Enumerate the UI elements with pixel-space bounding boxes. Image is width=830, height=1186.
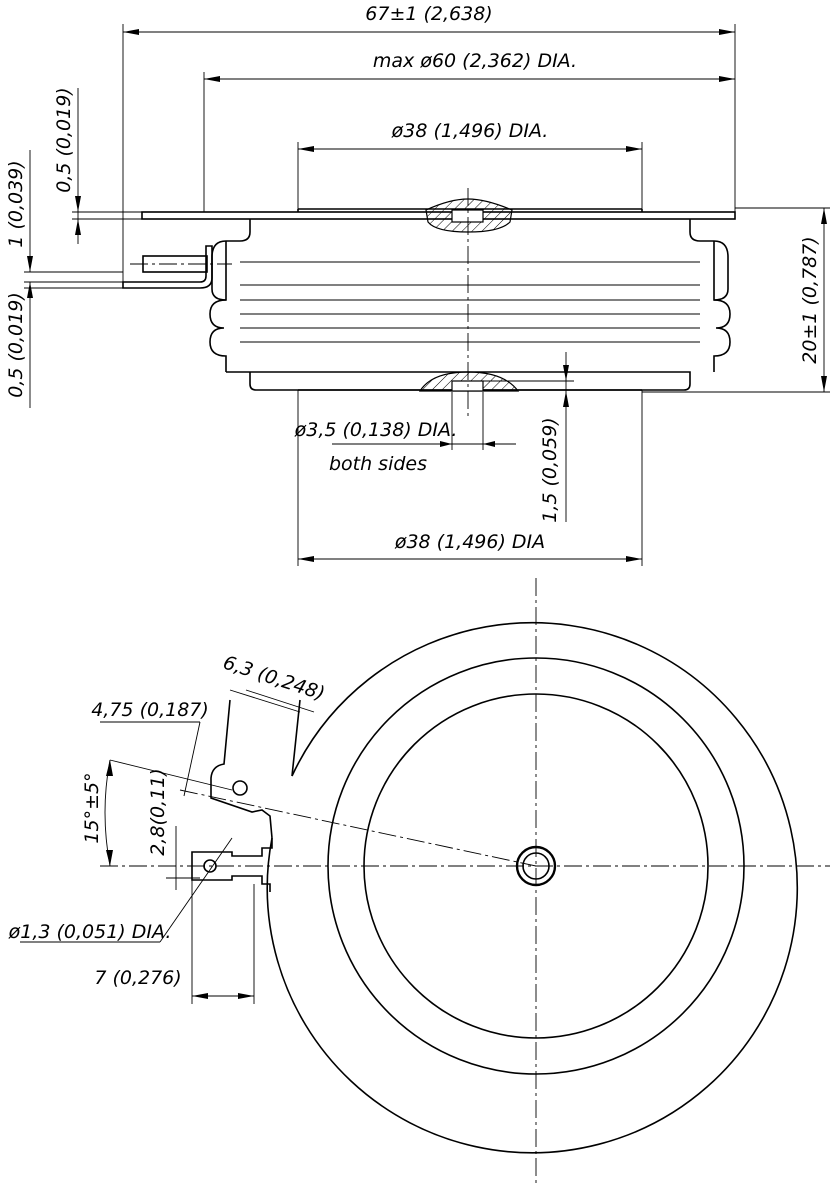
flange-top-label: 0,5 (0,019) [53, 87, 75, 192]
gate-lead [122, 245, 213, 289]
hole-depth-label: 1,5 (0,059) [539, 417, 561, 522]
lead-length-label: 7 (0,276) [94, 967, 181, 989]
housing-top-rib [211, 240, 729, 301]
max-dia-label: max ø60 (2,362) DIA. [373, 50, 577, 72]
flange-bottom-label: 0,5 (0,019) [5, 292, 27, 397]
top-dia-label: ø38 (1,496) DIA. [391, 120, 549, 142]
top-view [100, 578, 830, 1186]
side-dimensions [24, 24, 830, 566]
top-dimensions [20, 689, 315, 1004]
both-sides-label: both sides [329, 453, 427, 475]
lead-thickness-label: 1 (0,039) [5, 160, 27, 247]
tab-axis-line [179, 789, 537, 867]
upper-collar [226, 219, 714, 242]
cathode-tab-hole [203, 859, 217, 873]
tab-width-label: 6,3 (0,248) [220, 652, 327, 706]
cathode-tab [191, 838, 273, 892]
bottom-dia-label: ø38 (1,496) DIA [394, 531, 545, 553]
hole-dia-label: ø3,5 (0,138) DIA. [294, 419, 458, 441]
tab-offset-label: 4,75 (0,187) [91, 699, 209, 721]
bottom-centre-hole [451, 380, 484, 392]
gate-tab-hole [232, 780, 248, 796]
angle-label: 15°±5° [81, 772, 103, 843]
outer-circle [266, 621, 799, 1154]
overall-width-label: 67±1 (2,638) [365, 3, 492, 25]
ceramic-housing [209, 241, 731, 372]
inner-circle [363, 693, 709, 1039]
centre-hole-outer [515, 845, 557, 887]
side-view [122, 188, 736, 420]
middle-circle [327, 657, 745, 1075]
small-hole-label: ø1,3 (0,051) DIA. [8, 921, 172, 943]
centre-hole-inner [522, 852, 550, 880]
gate-tab [210, 699, 301, 839]
height-label: 20±1 (0,787) [799, 236, 821, 363]
top-centre-hole [451, 209, 484, 223]
hole-spacing-label: 2,8(0,11) [147, 768, 169, 855]
